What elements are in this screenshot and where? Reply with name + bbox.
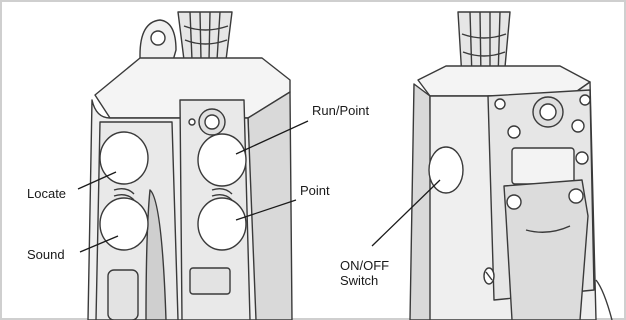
back-leader-lines xyxy=(371,179,441,247)
on-off-switch-button xyxy=(428,146,464,194)
point-label: Point xyxy=(300,183,330,198)
sound-label: Sound xyxy=(27,247,65,262)
on-off-label-line2: Switch xyxy=(340,273,379,288)
run-point-leader xyxy=(235,120,309,155)
on-off-label-line1: ON/OFF xyxy=(340,258,390,273)
front-device xyxy=(87,11,293,320)
point-leader xyxy=(235,199,297,221)
run-point-button xyxy=(197,133,247,187)
sound-button xyxy=(99,197,149,251)
point-button xyxy=(197,197,247,251)
locate-label: Locate xyxy=(27,186,67,201)
run-point-label: Run/Point xyxy=(312,103,370,118)
back-side-face xyxy=(409,83,433,320)
sound-leader xyxy=(79,235,119,253)
on-off-switch-label: ON/OFF Switch xyxy=(340,258,389,288)
locate-button xyxy=(99,131,149,185)
front-lower-slot-left xyxy=(107,269,139,320)
front-antenna xyxy=(177,11,233,61)
back-device xyxy=(409,11,613,320)
back-clip-window xyxy=(511,147,575,185)
belt-clip xyxy=(503,179,589,320)
front-leader-lines xyxy=(77,120,309,253)
on-off-leader xyxy=(371,179,441,247)
locate-leader xyxy=(77,171,117,190)
front-lower-slot-right xyxy=(189,267,231,295)
